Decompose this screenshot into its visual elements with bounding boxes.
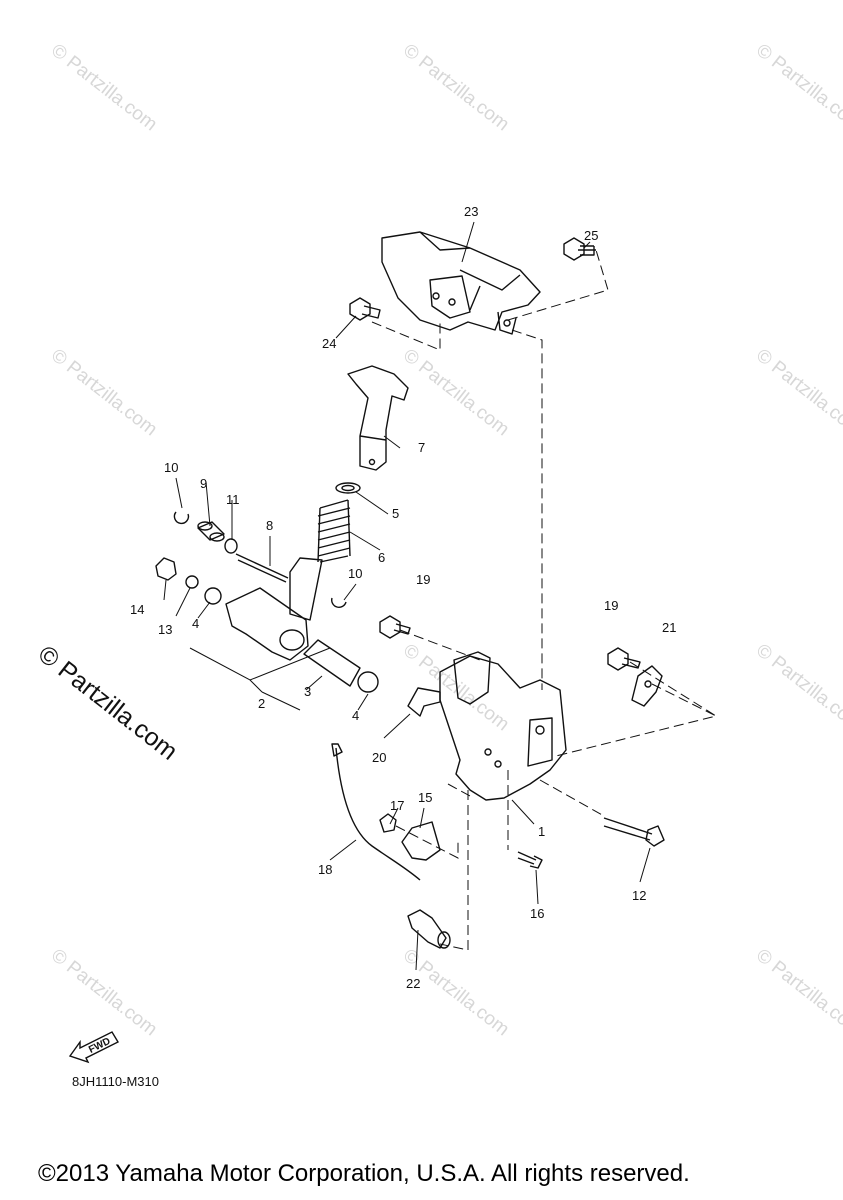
part-19-bolt xyxy=(379,615,411,639)
part-4-bushing xyxy=(204,587,222,605)
callout-9: 9 xyxy=(200,476,207,491)
diagram-code: 8JH1110-M310 xyxy=(72,1074,159,1089)
callout-10: 10 xyxy=(164,460,178,475)
part-18-harness xyxy=(331,743,421,881)
part-12-bolt xyxy=(603,817,665,847)
callout-11: 11 xyxy=(226,492,240,507)
callout-13: 13 xyxy=(158,622,172,637)
part-22-clamp xyxy=(407,909,451,949)
callout-15: 15 xyxy=(418,790,432,805)
callout-3: 3 xyxy=(304,684,311,699)
callout-17: 17 xyxy=(390,798,404,813)
callout-1: 1 xyxy=(538,824,545,839)
callout-2: 2 xyxy=(258,696,265,711)
part-1-bracket xyxy=(439,651,567,801)
callout-23: 23 xyxy=(464,204,478,219)
callout-20: 20 xyxy=(372,750,386,765)
part-14-nut xyxy=(155,557,177,581)
part-16-screw xyxy=(517,851,543,869)
part-20-bracket xyxy=(407,687,441,717)
part-6-spring xyxy=(317,499,351,563)
callout-19: 19 xyxy=(604,598,618,613)
callout-4: 4 xyxy=(192,616,199,631)
part-8-pin xyxy=(235,553,289,583)
callout-18: 18 xyxy=(318,862,332,877)
part-19-bolt xyxy=(607,647,641,671)
part-7-lever xyxy=(347,365,409,471)
part-3-sleeve xyxy=(303,639,361,687)
callout-19: 19 xyxy=(416,572,430,587)
part-24-bolt xyxy=(349,297,381,321)
callout-5: 5 xyxy=(392,506,399,521)
fwd-arrow-icon: FWD xyxy=(68,1031,119,1064)
callout-21: 21 xyxy=(662,620,676,635)
part-5-washer xyxy=(335,482,361,494)
callout-6: 6 xyxy=(378,550,385,565)
copyright-text: ©2013 Yamaha Motor Corporation, U.S.A. A… xyxy=(38,1160,690,1187)
callout-24: 24 xyxy=(322,336,336,351)
callout-22: 22 xyxy=(406,976,420,991)
callout-16: 16 xyxy=(530,906,544,921)
callout-12: 12 xyxy=(632,888,646,903)
callout-7: 7 xyxy=(418,440,425,455)
part-13-washer xyxy=(185,575,199,589)
part-25-screw xyxy=(563,237,596,261)
callout-25: 25 xyxy=(584,228,598,243)
part-11-washer xyxy=(224,538,238,554)
part-23-cover xyxy=(381,231,541,335)
fwd-label: FWD xyxy=(87,1036,112,1056)
callout-10: 10 xyxy=(348,566,362,581)
callout-14: 14 xyxy=(130,602,144,617)
part-9-bushing xyxy=(197,521,225,542)
part-17-nut xyxy=(379,813,397,833)
part-15-switch xyxy=(401,821,441,861)
part-21-plate xyxy=(631,665,663,707)
callout-4: 4 xyxy=(352,708,359,723)
callout-8: 8 xyxy=(266,518,273,533)
part-2-shaft xyxy=(225,557,323,661)
part-10-clip xyxy=(173,511,190,525)
